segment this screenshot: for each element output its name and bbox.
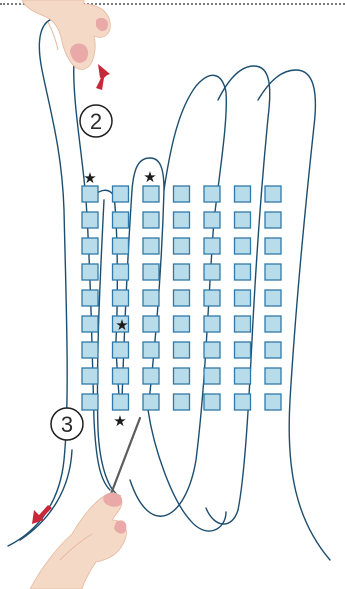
bead	[142, 341, 160, 359]
bead	[203, 211, 221, 229]
bead	[172, 393, 191, 411]
bead	[203, 341, 221, 359]
step-3-marker: 3	[50, 407, 84, 441]
bead	[81, 185, 99, 203]
bead	[111, 263, 130, 281]
bead	[203, 393, 221, 411]
thread-loop-8	[147, 409, 227, 532]
bead	[233, 315, 252, 333]
bead	[203, 289, 221, 307]
bead	[81, 315, 99, 333]
bead	[233, 211, 252, 229]
star-marker-1: ★	[83, 169, 96, 187]
arrow-up-icon	[96, 64, 110, 90]
bead	[111, 341, 130, 359]
bead	[81, 263, 99, 281]
step-3-label: 3	[61, 412, 73, 437]
bead	[203, 263, 221, 281]
star-marker-2: ★	[143, 168, 156, 186]
step-2-label: 2	[90, 109, 102, 134]
thread-loop-6	[257, 69, 331, 561]
bead	[172, 237, 191, 255]
bead	[233, 263, 252, 281]
bead	[81, 393, 99, 411]
arrow-down-left-icon	[32, 505, 52, 524]
bead	[264, 185, 282, 203]
bead	[172, 341, 191, 359]
bead	[111, 367, 130, 385]
bead	[264, 341, 282, 359]
bead	[111, 289, 130, 307]
bead	[264, 237, 282, 255]
bead	[142, 211, 160, 229]
star-marker-4: ★	[113, 412, 126, 430]
bottom-hand-icon	[29, 492, 127, 589]
bead	[264, 263, 282, 281]
bead	[111, 315, 130, 333]
bead	[172, 185, 191, 203]
bead	[203, 367, 221, 385]
bead	[233, 393, 252, 411]
bead	[142, 315, 160, 333]
thread-loop-9	[19, 449, 73, 541]
bead	[111, 185, 130, 203]
bead	[172, 263, 191, 281]
bead	[142, 393, 160, 411]
bead	[264, 315, 282, 333]
bead	[142, 367, 160, 385]
bead	[81, 237, 99, 255]
bead	[172, 289, 191, 307]
bead	[233, 341, 252, 359]
bead	[81, 211, 99, 229]
bead	[172, 315, 191, 333]
bead	[264, 367, 282, 385]
bead-grid	[81, 185, 282, 411]
bead	[203, 185, 221, 203]
thread-loop-1	[7, 17, 111, 547]
bead	[264, 211, 282, 229]
bead	[233, 185, 252, 203]
bead	[203, 237, 221, 255]
bead	[264, 393, 282, 411]
bead	[142, 289, 160, 307]
dotted-top-border	[0, 3, 345, 5]
top-hand-icon	[21, 0, 111, 70]
bead	[111, 237, 130, 255]
bead	[111, 211, 130, 229]
bead	[142, 185, 160, 203]
bead	[81, 367, 99, 385]
bead	[203, 315, 221, 333]
thread-loop-5	[205, 65, 271, 525]
thread-group	[7, 17, 331, 561]
bead	[233, 289, 252, 307]
bead	[233, 237, 252, 255]
thread-loop-4	[129, 74, 227, 517]
step-2-marker: 2	[79, 104, 113, 138]
bead	[81, 289, 99, 307]
bead	[264, 289, 282, 307]
bead	[81, 341, 99, 359]
bead	[172, 367, 191, 385]
bead	[142, 237, 160, 255]
star-marker-3: ★	[115, 316, 128, 334]
bead	[233, 367, 252, 385]
bead	[111, 393, 130, 411]
bead	[172, 211, 191, 229]
bead	[142, 263, 160, 281]
